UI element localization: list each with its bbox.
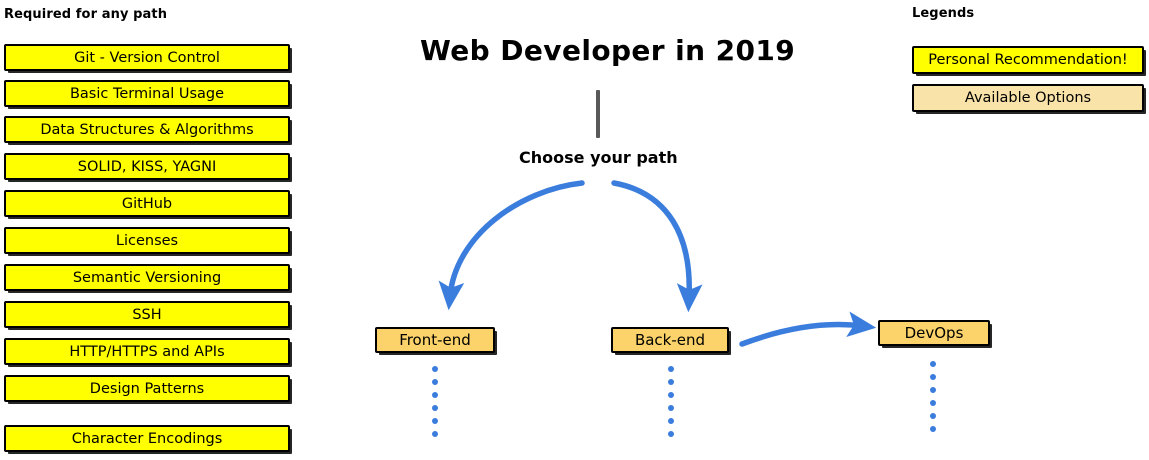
required-item-label: GitHub <box>121 195 173 212</box>
required-section-header: Required for any path <box>4 7 168 22</box>
required-item-character-encodings[interactable]: Character Encodings <box>4 425 290 452</box>
required-item-basic-terminal-usage[interactable]: Basic Terminal Usage <box>4 80 290 107</box>
required-item-semantic-versioning[interactable]: Semantic Versioning <box>4 264 290 291</box>
required-item-data-structures-algorithms[interactable]: Data Structures & Algorithms <box>4 116 290 143</box>
arrow-back-end-to-devops <box>739 311 877 347</box>
required-item-label: Licenses <box>115 232 179 249</box>
required-item-label: SOLID, KISS, YAGNI <box>77 158 217 175</box>
dot <box>930 387 936 393</box>
page-title-text: Web Developer in 2019 <box>420 34 796 67</box>
dot <box>668 418 674 424</box>
required-item-github[interactable]: GitHub <box>4 190 290 217</box>
required-item-label: Git - Version Control <box>74 49 220 66</box>
legends-section-header: Legends <box>912 6 975 21</box>
required-item-http-https-and-apis[interactable]: HTTP/HTTPS and APIs <box>4 338 290 365</box>
dot <box>432 431 438 437</box>
required-item-label: Data Structures & Algorithms <box>40 121 254 138</box>
required-item-solid-kiss-yagni[interactable]: SOLID, KISS, YAGNI <box>4 153 290 180</box>
required-item-label: Design Patterns <box>89 380 205 397</box>
legend-item-label: Personal Recommendation! <box>928 52 1128 68</box>
path-box-label: DevOps <box>904 324 964 342</box>
trunk-connector <box>596 90 600 138</box>
required-item-label: Semantic Versioning <box>72 269 222 286</box>
required-item-git-version-control[interactable]: Git - Version Control <box>4 44 290 71</box>
dot <box>930 400 936 406</box>
required-item-label: Character Encodings <box>71 430 223 447</box>
dot <box>668 405 674 411</box>
required-item-licenses[interactable]: Licenses <box>4 227 290 254</box>
path-box-label: Back-end <box>634 331 706 349</box>
required-item-label: HTTP/HTTPS and APIs <box>69 343 225 360</box>
dot <box>432 366 438 372</box>
dot <box>432 392 438 398</box>
dot <box>432 405 438 411</box>
dot <box>668 392 674 398</box>
legend-item-personal-recommendation: Personal Recommendation! <box>912 46 1144 74</box>
dot <box>930 374 936 380</box>
required-item-design-patterns[interactable]: Design Patterns <box>4 375 290 402</box>
dot <box>668 431 674 437</box>
arrow-choose-path-to-back-end <box>611 180 703 313</box>
dot <box>930 361 936 367</box>
path-box-front-end[interactable]: Front-end <box>375 327 495 353</box>
dot <box>432 379 438 385</box>
choose-your-path-label: Choose your path <box>519 148 678 167</box>
path-box-back-end[interactable]: Back-end <box>611 327 729 353</box>
legend-item-label: Available Options <box>964 90 1092 106</box>
required-item-label: Basic Terminal Usage <box>69 85 225 102</box>
dot <box>668 366 674 372</box>
page-title: Web Developer in 2019 <box>0 34 1149 67</box>
dot <box>930 413 936 419</box>
legend-item-available-options: Available Options <box>912 84 1144 112</box>
dot <box>930 426 936 432</box>
dot <box>668 379 674 385</box>
arrow-choose-path-to-front-end <box>438 180 585 311</box>
path-box-label: Front-end <box>399 331 471 349</box>
required-item-label: SSH <box>132 306 162 323</box>
path-box-devops[interactable]: DevOps <box>878 320 990 346</box>
required-item-ssh[interactable]: SSH <box>4 301 290 328</box>
dot <box>432 418 438 424</box>
